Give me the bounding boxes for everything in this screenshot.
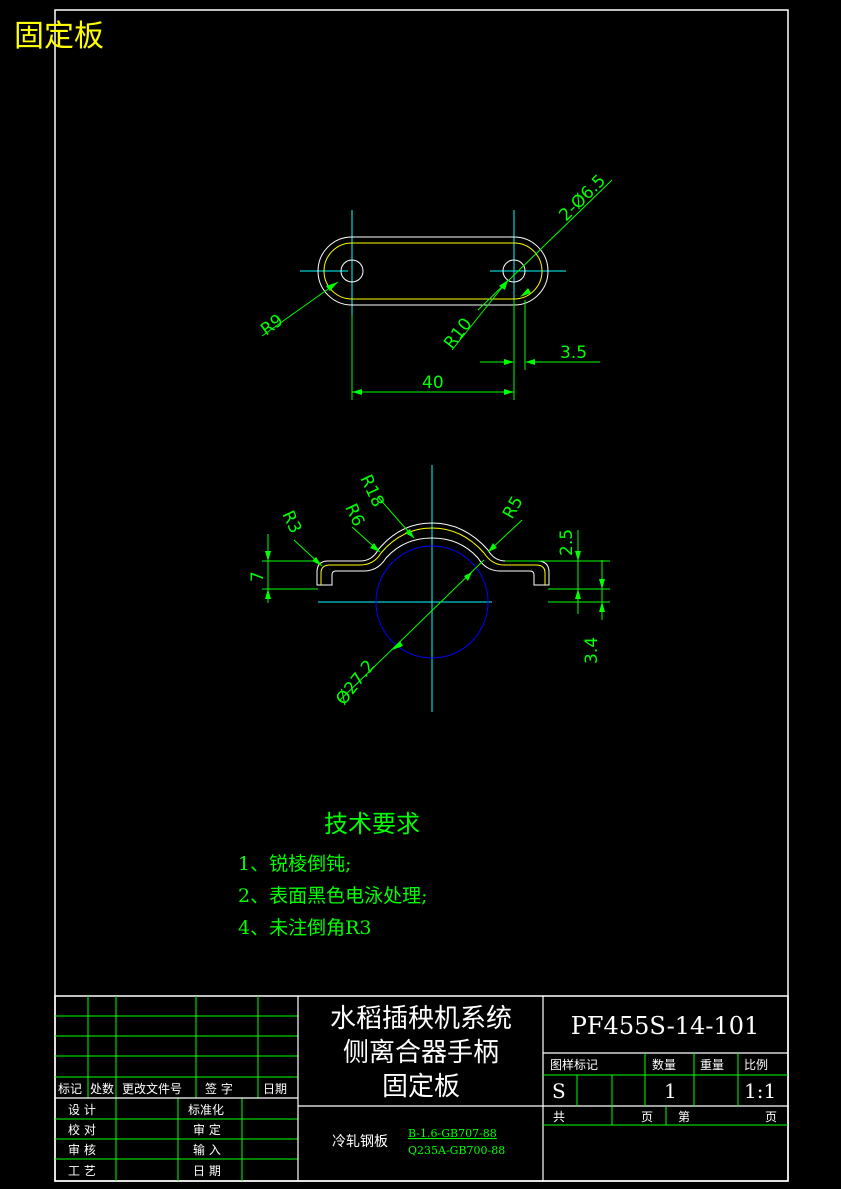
drawing-number: PF455S-14-101 — [571, 1012, 760, 1040]
sheet-label: 固定板 — [14, 19, 104, 54]
dim-3-5: 3.5 — [560, 343, 587, 363]
tech-req-title: 技术要求 — [324, 810, 420, 838]
material-spec: Q235A-GB700-88 — [408, 1144, 505, 1157]
top-view: 2-Ø6.5 R9 R10 3.5 40 — [257, 171, 613, 400]
quantity-value: 1 — [664, 1079, 677, 1103]
dim-r9: R9 — [257, 311, 287, 340]
dim-r6: R6 — [340, 501, 368, 530]
dim-40: 40 — [422, 373, 444, 393]
sign-row-label: 输 入 — [193, 1142, 221, 1157]
sheet-info: 共 — [553, 1110, 565, 1124]
rev-header: 签 字 — [205, 1081, 233, 1096]
technical-requirements: 技术要求 1、锐棱倒钝; 2、表面黑色电泳处理; 4、未注倒角R3 — [238, 810, 428, 939]
product-name-line: 水稻插秧机系统 — [330, 1004, 512, 1034]
sign-row-label: 审 核 — [68, 1142, 96, 1157]
product-name-line: 固定板 — [382, 1072, 460, 1102]
title-block: 标记 处数 更改文件号 签 字 日期 设 计 标准化 校 对 审 定 审 核 输… — [54, 995, 789, 1182]
dim-r3: R3 — [277, 508, 305, 537]
dim-2-5: 2.5 — [557, 529, 577, 556]
rev-header: 标记 — [58, 1082, 82, 1096]
tech-req-item: 1、锐棱倒钝; — [238, 853, 352, 875]
dim-bore-dia: Ø27.2 — [332, 656, 379, 709]
scale-value: 1:1 — [744, 1079, 776, 1103]
bore-circle — [375, 545, 489, 659]
rev-header: 更改文件号 — [122, 1081, 182, 1096]
attr-header: 比例 — [744, 1058, 768, 1072]
tech-req-item: 4、未注倒角R3 — [238, 917, 371, 939]
dim-r10: R10 — [440, 314, 476, 353]
strap-inner-outline — [320, 527, 546, 585]
strap-outline — [316, 522, 550, 586]
attr-header: 重量 — [700, 1058, 724, 1072]
tech-req-item: 2、表面黑色电泳处理; — [238, 885, 428, 907]
sign-row-label: 校 对 — [68, 1122, 96, 1137]
product-name-line: 侧离合器手柄 — [343, 1038, 499, 1068]
front-view: R18 R3 R6 R5 2.5 7 3.4 Ø27.2 — [248, 465, 610, 712]
dim-3-4: 3.4 — [582, 637, 602, 664]
attr-header: 图样标记 — [550, 1057, 598, 1072]
hole-right — [502, 259, 526, 283]
dim-7: 7 — [248, 571, 268, 582]
sheet-info: 页 — [765, 1110, 777, 1124]
dim-hole-dia: 2-Ø6.5 — [555, 171, 610, 226]
sheet-info: 第 — [678, 1110, 690, 1124]
dim-r5: R5 — [499, 493, 528, 523]
sign-row-label: 日 期 — [193, 1164, 221, 1178]
material-name: 冷轧钢板 — [332, 1134, 388, 1150]
sign-row-label: 标准化 — [188, 1103, 224, 1117]
sheet-info: 页 — [641, 1110, 653, 1124]
drawing-mark-value: S — [552, 1079, 566, 1103]
sign-row-label: 工 艺 — [68, 1164, 96, 1178]
hole-left — [340, 259, 364, 283]
sign-row-label: 设 计 — [68, 1103, 96, 1117]
rev-header: 处数 — [90, 1081, 114, 1096]
sign-row-label: 审 定 — [193, 1122, 221, 1137]
material-spec: B-1.6-GB707-88 — [408, 1127, 497, 1140]
rev-header: 日期 — [263, 1082, 287, 1096]
attr-header: 数量 — [652, 1057, 676, 1072]
